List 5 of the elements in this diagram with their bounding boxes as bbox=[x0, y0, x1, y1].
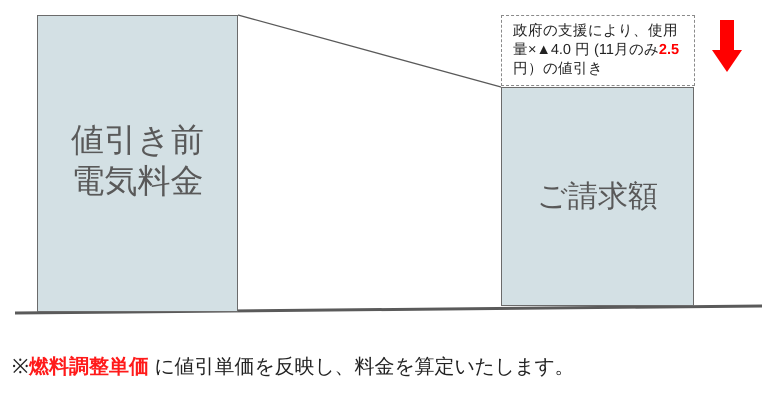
bar: 値引き前電気料金 bbox=[37, 15, 238, 312]
footnote: ※燃料調整単価 に値引単価を反映し、料金を算定いたします。 bbox=[12, 354, 575, 380]
bar: ご請求額 bbox=[501, 87, 694, 306]
note-box: 政府の支援により、使用量×▲4.0 円 (11月のみ2.5円）の値引き bbox=[501, 15, 695, 86]
connector-line bbox=[238, 14, 502, 88]
